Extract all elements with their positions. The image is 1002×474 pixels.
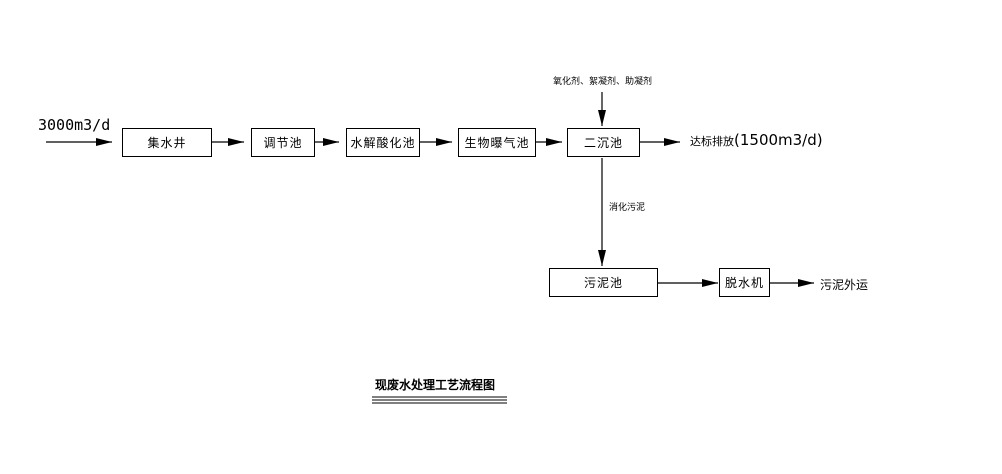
- node-collection-well-label: 集水井: [147, 136, 187, 150]
- title-underline: [372, 396, 507, 404]
- node-equalization-tank: 调节池: [251, 128, 315, 157]
- node-collection-well: 集水井: [122, 128, 212, 157]
- input-flow-label: 3000m3/d: [38, 116, 111, 134]
- sludge-flow-label: 消化污泥: [609, 203, 646, 213]
- node-secondary-clarifier-label: 二沉池: [583, 136, 623, 150]
- node-sludge-tank-label: 污泥池: [583, 276, 623, 290]
- diagram-title: 现废水处理工艺流程图: [375, 378, 496, 392]
- discharge-flow-text: (1500m3/d): [734, 131, 823, 149]
- node-dewatering-machine-label: 脱水机: [724, 276, 764, 290]
- chemicals-label: 氧化剂、絮凝剂、助凝剂: [553, 77, 653, 87]
- sludge-disposal-label: 污泥外运: [820, 278, 869, 292]
- node-hydrolysis-tank-label: 水解酸化池: [350, 136, 416, 150]
- node-bio-aeration-tank: 生物曝气池: [458, 128, 536, 157]
- node-secondary-clarifier: 二沉池: [567, 128, 640, 157]
- node-bio-aeration-tank-label: 生物曝气池: [464, 136, 530, 150]
- discharge-label-text: 达标排放: [690, 135, 734, 148]
- discharge-label: 达标排放(1500m3/d): [690, 131, 823, 149]
- node-hydrolysis-tank: 水解酸化池: [346, 128, 420, 157]
- node-sludge-tank: 污泥池: [549, 268, 658, 297]
- node-equalization-tank-label: 调节池: [263, 136, 303, 150]
- node-dewatering-machine: 脱水机: [719, 268, 770, 297]
